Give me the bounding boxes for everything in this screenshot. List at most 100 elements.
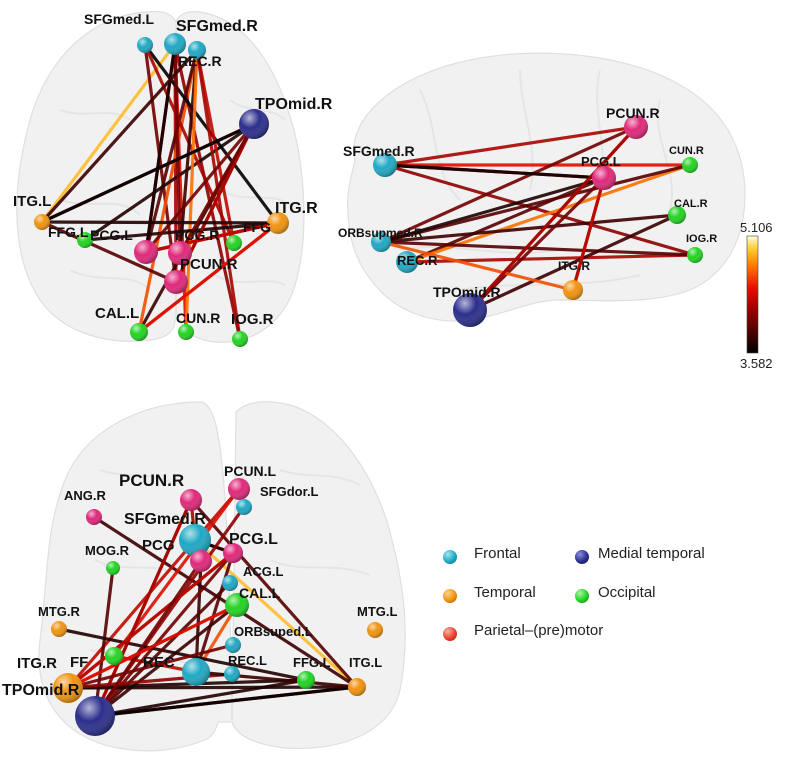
coronal-label-MTG.R: MTG.R	[38, 604, 80, 619]
coronal-node-REC.R	[182, 658, 210, 686]
axial-node-PCUN.R	[164, 270, 188, 294]
sagittal-edge-ORBsupmed.R-CUN.R	[379, 163, 692, 244]
axial-node-FFG.R	[226, 235, 242, 251]
axial-edge-TPOmid.R-FFG.L	[83, 122, 256, 242]
sagittal-node-PCUN.R	[624, 115, 648, 139]
axial-label-ITG.L: ITG.L	[13, 193, 51, 210]
sagittal-edge-ORBsupmed.R-CAL.R	[379, 213, 679, 244]
axial-edge-SFGmed.R-ITG.L	[40, 42, 177, 224]
colorbar	[746, 235, 759, 354]
axial-label-FFG.L: FFG.L	[48, 224, 89, 240]
legend-swatch-temporal	[443, 589, 457, 603]
axial-node-SFGmed.L	[137, 37, 153, 53]
legend-label-temporal: Temporal	[474, 584, 536, 601]
axial-label-PCG.L: PCG.L	[90, 227, 133, 243]
axial-edge-PCG.L-ITG.R	[144, 221, 280, 254]
axial-edge-SFGmed.L-PCUN.R	[143, 43, 178, 284]
sagittal-node-CUN.R	[682, 157, 698, 173]
sagittal-edge-PCG.L-ITG.R	[571, 176, 606, 292]
sagittal-edge-REC.R-PCG.L	[405, 176, 606, 264]
legend-label-occipital: Occipital	[598, 584, 656, 601]
axial-node-CUN.R	[178, 324, 194, 340]
sagittal-edge-TPOmid.R-PCG.L	[468, 176, 606, 312]
legend-swatch-frontal	[443, 550, 457, 564]
coronal-label-CAL.L: CAL.L	[239, 585, 281, 601]
legend-swatch-parietal	[443, 627, 457, 641]
legend-label-parietal: Parietal–(pre)motor	[474, 622, 604, 639]
coronal-node-CAL.L	[225, 593, 249, 617]
sagittal-node-PCG.L	[592, 166, 616, 190]
sagittal-edge-ORBsupmed.R-PCUN.R	[379, 125, 638, 244]
sagittal-edge-SFGmed.R-PCG.L	[383, 163, 606, 180]
axial-edge-FFG.L-ITG.R	[83, 221, 280, 242]
sagittal-label-ITG.R: ITG.R	[558, 259, 590, 273]
coronal-node-FFG.R	[105, 647, 123, 665]
axial-label-CAL.L: CAL.L	[95, 305, 139, 322]
axial-edge-REC.R-ITG.L	[40, 48, 199, 224]
coronal-edge-PCG.R-TPOmid.R	[93, 559, 203, 718]
axial-label-FFG.R: FFG	[243, 219, 271, 235]
coronal-edge-TPOmid.R-CAL.L	[93, 603, 239, 718]
sagittal-edge-SFGmed.R-PCUN.R	[383, 125, 638, 167]
coronal-label-SFGmed.R: SFGmed.R	[124, 511, 206, 528]
axial-node-PCG.L	[134, 240, 158, 264]
coronal-label-REC.L: REC.L	[228, 653, 267, 668]
coronal-label-FFG.L: FFG.L	[293, 655, 331, 670]
colorbar-min-label: 3.582	[740, 356, 773, 371]
coronal-label-ITG.R: ITG.R	[17, 655, 57, 672]
axial-node-SFGmed.R	[164, 33, 186, 55]
coronal-node-PCUN.R	[180, 489, 202, 511]
coronal-label-PCUN.L: PCUN.L	[224, 463, 277, 479]
coronal-edge-PCUN.L-ITG.R	[66, 487, 241, 690]
coronal-node-ANG.R	[86, 509, 102, 525]
coronal-label-PCG.L: PCG.L	[229, 531, 278, 548]
axial-node-PCG.R	[168, 241, 192, 265]
sagittal-edge-ORBsupmed.R-IOG.R	[379, 240, 697, 257]
sagittal-label-PCUN.R: PCUN.R	[606, 105, 660, 121]
axial-label-SFGmed.R: SFGmed.R	[176, 18, 258, 35]
coronal-label-MOG.R: MOG.R	[85, 543, 130, 558]
axial-edge-ITG.L-TPOmid.R	[40, 122, 256, 224]
coronal-edge-PCUN.R-TPOmid.R	[93, 498, 193, 718]
legend-label-medial-temporal: Medial temporal	[598, 545, 705, 562]
sagittal-edge-SFGmed.R-IOG.R	[383, 163, 697, 257]
legend-swatch-occipital	[575, 589, 589, 603]
coronal-node-PCG.L	[223, 543, 243, 563]
axial-label-REC.R: REC.R	[178, 53, 222, 69]
coronal-edge-ITG.L-TPOmid.R	[93, 685, 359, 718]
sagittal-label-CUN.R: CUN.R	[669, 145, 704, 157]
coronal-label-ORBsuped.L: ORBsuped.L	[234, 624, 313, 639]
coronal-edge-ORBsuped.L-ITG.R	[66, 643, 235, 690]
coronal-label-REC.R: REC	[143, 654, 175, 671]
sagittal-node-ORBsupmed.R	[371, 232, 391, 252]
sagittal-label-ORBsupmed.R: ORBsupmed.R	[338, 226, 423, 240]
coronal-label-TPOmid.R: TPOmid.R	[2, 682, 80, 699]
sagittal-label-TPOmid.R: TPOmid.R	[433, 284, 501, 300]
sagittal-label-PCG.L: PCG.L	[581, 154, 621, 169]
coronal-label-MTG.L: MTG.L	[357, 604, 397, 619]
sagittal-edge-TPOmid.R-CAL.R	[468, 213, 679, 312]
axial-edge-CAL.L-ITG.R	[137, 221, 280, 334]
sagittal-node-IOG.R	[687, 247, 703, 263]
axial-label-PCUN.R: PCUN.R	[180, 256, 238, 273]
coronal-edge-ACG.L-TPOmid.R	[93, 581, 232, 718]
coronal-label-SFGdor.L: SFGdor.L	[260, 484, 319, 499]
coronal-node-MTG.R	[51, 621, 67, 637]
coronal-edge-MOG.R-TPOmid.R	[93, 566, 115, 718]
axial-node-TPOmid.R	[239, 109, 269, 139]
legend-swatch-medial-temporal	[575, 550, 589, 564]
legend-label-frontal: Frontal	[474, 545, 521, 562]
coronal-label-ITG.L: ITG.L	[349, 655, 382, 670]
axial-node-FFG.L	[77, 232, 93, 248]
coronal-edge-REC.R-ITG.L	[194, 670, 359, 689]
coronal-node-MTG.L	[367, 622, 383, 638]
axial-node-CAL.L	[130, 323, 148, 341]
coronal-edge-ITG.L-ITG.R	[66, 685, 359, 690]
sagittal-node-REC.R	[396, 251, 418, 273]
sagittal-edge-ITG.R-ORBsupmed.R	[379, 240, 575, 292]
coronal-label-FFG.R: FF	[70, 654, 88, 671]
sagittal-edge-PCUN.R-TPOmid.R	[468, 125, 638, 312]
coronal-node-MOG.R	[106, 561, 120, 575]
